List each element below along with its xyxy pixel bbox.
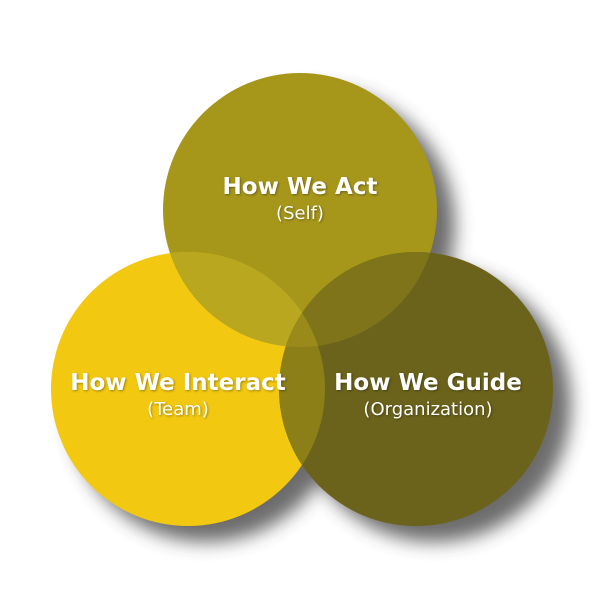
label-team: How We Interact (Team) <box>70 369 285 423</box>
overlap-self-org <box>279 252 437 347</box>
label-org-subtitle: (Organization) <box>363 399 493 420</box>
label-self-subtitle: (Self) <box>276 203 324 224</box>
label-team-title: How We Interact <box>70 370 286 396</box>
label-self-title: How We Act <box>222 174 378 200</box>
overlap-self-team <box>163 252 325 347</box>
label-self: How We Act (Self) <box>223 173 378 227</box>
label-org: How We Guide (Organization) <box>334 369 522 423</box>
label-org-title: How We Guide <box>334 370 522 396</box>
label-team-subtitle: (Team) <box>147 399 209 420</box>
